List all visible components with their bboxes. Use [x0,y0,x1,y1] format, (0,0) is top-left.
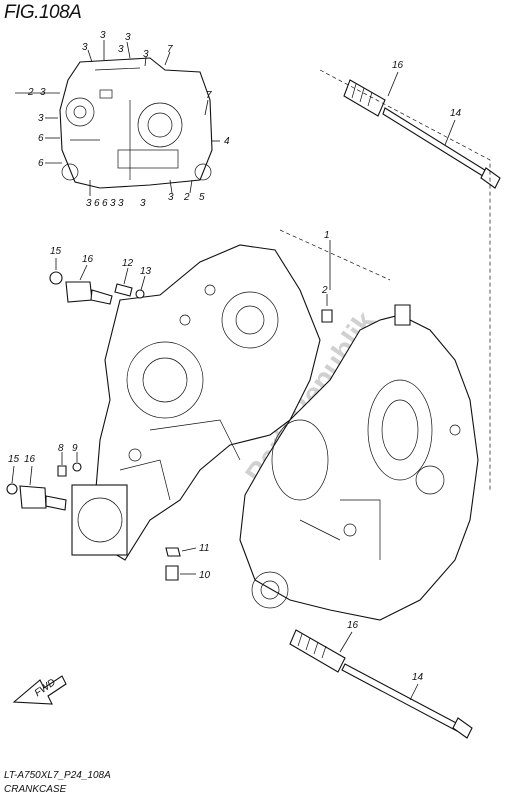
inset-leaders [15,40,220,196]
callout-3f: 3 [40,87,46,98]
leader-16-upper [79,264,88,281]
leader-14-bottom [409,683,419,701]
callout-3l: 3 [140,198,146,209]
callout-9: 9 [72,443,78,454]
callout-16-top: 16 [392,60,404,71]
callout-2-main: 2 [321,285,328,296]
crankcase-left-half [71,244,321,561]
callout-2b: 2 [183,192,190,203]
bolt-8 [57,465,67,477]
callout-3a: 3 [100,30,106,41]
leader-16-top [387,71,399,97]
figure-name: CRANKCASE [4,784,67,795]
washer-9 [72,462,82,472]
plug-16-lower [19,485,67,511]
leader-14-top [444,119,456,146]
callout-16-lower: 16 [24,454,36,465]
callout-5: 5 [199,192,205,203]
callout-3i: 3 [86,198,92,209]
callout-14-bottom: 14 [412,672,424,683]
leader-15-lower [11,465,15,484]
plug-12 [114,283,133,297]
callout-11: 11 [199,543,209,554]
callout-10: 10 [199,570,211,581]
dowel-pin-2 [321,309,333,323]
figure-code: LT-A750XL7_P24_108A [4,770,111,781]
leader-12 [123,267,129,285]
figure-title: FIG.108A [4,2,82,23]
callout-8: 8 [58,443,64,454]
callout-3d: 3 [118,44,124,55]
pipe-part-1 [394,304,411,326]
callout-2a: 2 [27,87,34,98]
crankcase-right-half [239,314,479,621]
callout-13: 13 [140,266,152,277]
callout-6b: 6 [38,158,44,169]
callout-3c: 3 [125,32,131,43]
callout-3b: 3 [82,42,88,53]
callout-1: 1 [324,230,330,241]
bolt-14-top [343,79,501,189]
callout-3k: 3 [118,198,124,209]
leader-16-bottom [339,631,353,653]
callout-12: 12 [122,258,134,269]
nut-11 [165,547,181,557]
callout-15-upper: 15 [50,246,62,257]
leader-16-lower [29,465,33,486]
callout-7a: 7 [167,44,173,55]
callout-4: 4 [224,136,230,147]
callout-15-lower: 15 [8,454,20,465]
plug-16-upper [65,281,113,305]
leader-13 [140,275,146,291]
plug-15-lower [6,483,18,495]
washer-13 [135,289,145,299]
callout-16-bottom: 16 [347,620,359,631]
callout-6d: 6 [102,198,108,209]
callout-6a: 6 [38,133,44,144]
callout-16-upper: 16 [82,254,94,265]
callout-3g: 3 [38,113,44,124]
fwd-arrow-icon [12,675,67,705]
bolt-14-bottom [289,629,473,739]
inset-bolt-layout [59,57,213,189]
callout-7b: 7 [206,90,212,101]
callout-3j: 3 [110,198,116,209]
callout-3e: 3 [143,49,149,60]
callout-14-top: 14 [450,108,462,119]
callout-6c: 6 [94,198,100,209]
callout-3h: 3 [168,192,174,203]
leader-11 [181,547,197,552]
plug-10 [165,565,179,581]
plug-15-upper [49,271,63,285]
